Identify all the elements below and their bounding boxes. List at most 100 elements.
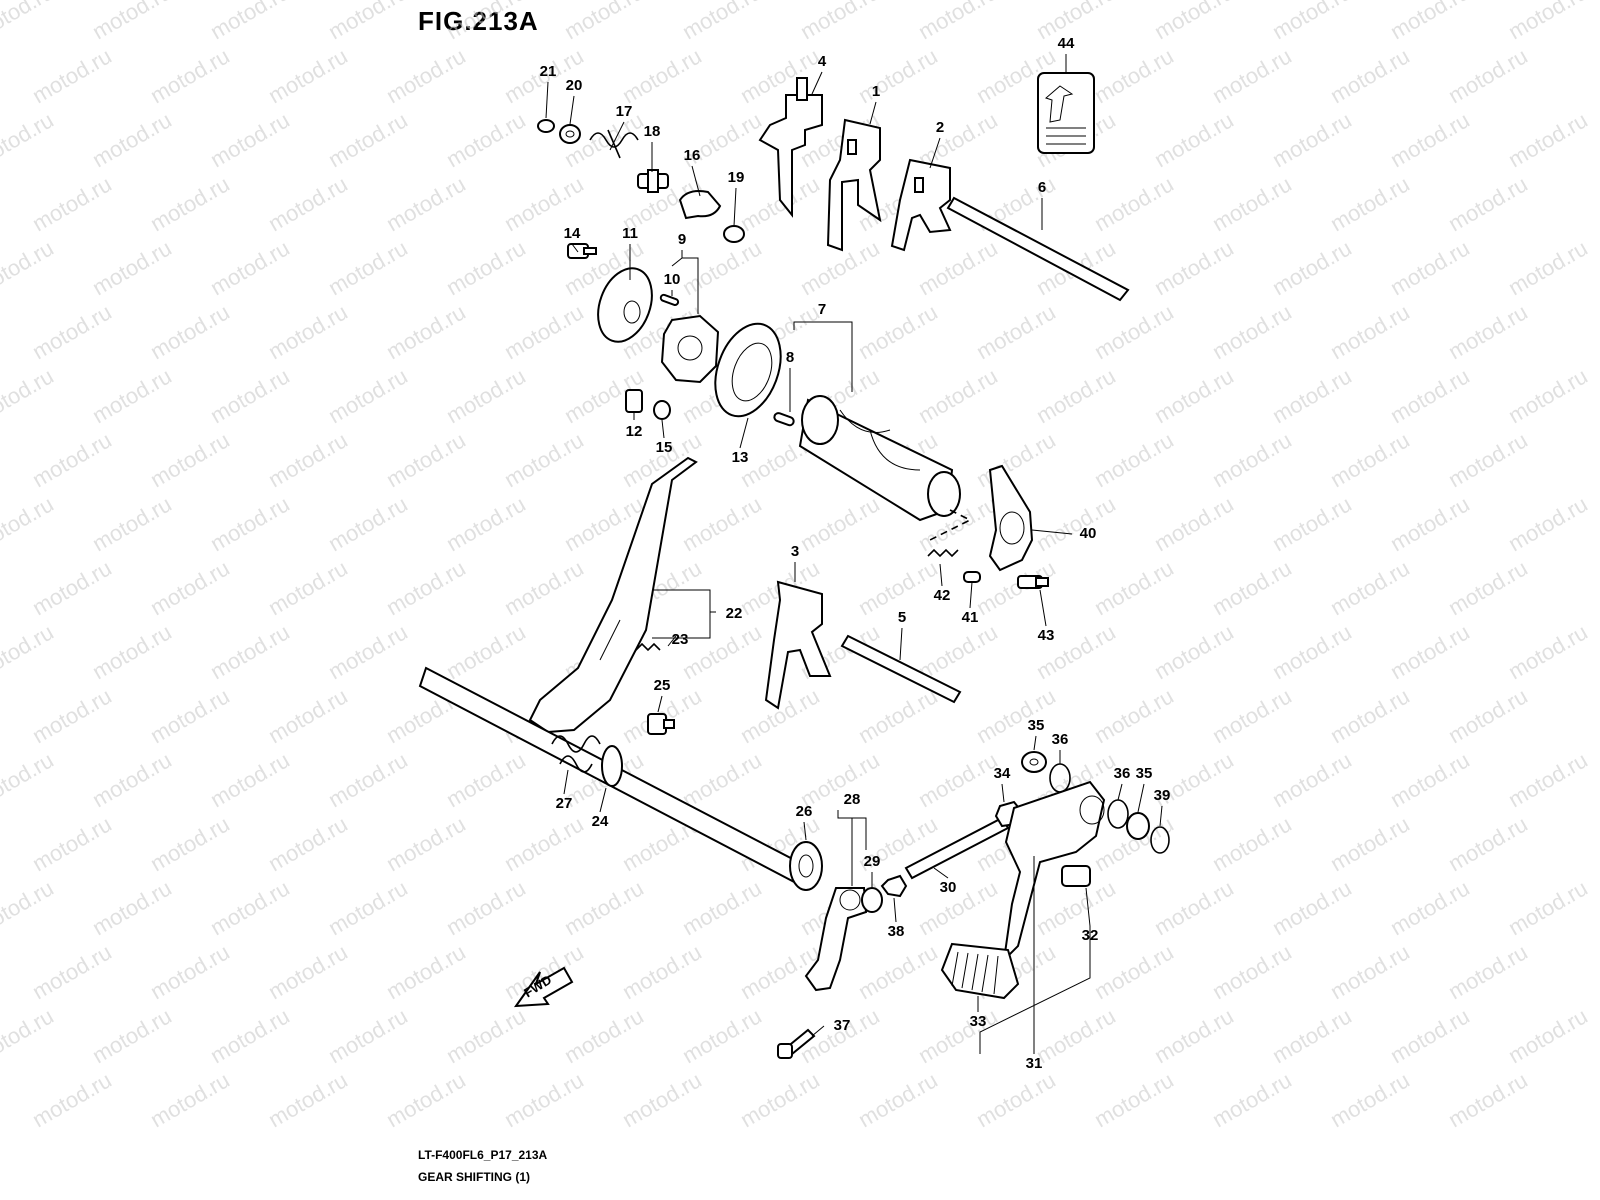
callout-label: 35 <box>1136 765 1153 782</box>
watermark-text: motod.ru <box>264 555 352 620</box>
watermark-text: motod.ru <box>1208 683 1296 748</box>
watermark-text: motod.ru <box>500 811 588 876</box>
watermark-text: motod.ru <box>146 427 234 492</box>
watermark-text: motod.ru <box>1326 43 1414 108</box>
watermark-text: motod.ru <box>206 747 294 812</box>
leader-line <box>563 769 569 795</box>
bolt-43[interactable] <box>1017 575 1049 589</box>
watermark-text: motod.ru <box>28 683 116 748</box>
watermark-text: motod.ru <box>1150 235 1238 300</box>
pin-8[interactable] <box>773 412 795 427</box>
watermark-text: motod.ru <box>28 171 116 236</box>
bolt-37[interactable] <box>777 1028 816 1059</box>
callout-label: 27 <box>556 795 573 812</box>
bolt-14[interactable] <box>567 243 597 259</box>
watermark-text: motod.ru <box>264 299 352 364</box>
watermark-text: motod.ru <box>560 0 648 44</box>
watermark-text: motod.ru <box>28 43 116 108</box>
pedal-rubber-33[interactable] <box>940 942 1020 1000</box>
watermark-text: motod.ru <box>0 619 58 684</box>
watermark-text: motod.ru <box>678 1003 766 1068</box>
washer-15[interactable] <box>653 400 671 420</box>
watermark-text: motod.ru <box>0 363 58 428</box>
watermark-text: motod.ru <box>1504 875 1592 940</box>
fork-shaft-6[interactable] <box>946 196 1130 302</box>
callout-label: 5 <box>898 609 906 626</box>
bolt-25[interactable] <box>647 713 675 735</box>
pin-10[interactable] <box>659 293 680 306</box>
circlip-39[interactable] <box>1150 826 1170 854</box>
watermark-text: motod.ru <box>736 1067 824 1132</box>
bolt-12[interactable] <box>625 389 643 413</box>
leader-line <box>811 1025 825 1037</box>
bearing-13[interactable] <box>703 315 792 426</box>
spring-42[interactable] <box>927 548 959 558</box>
cam-plate-11[interactable] <box>589 261 662 350</box>
spring-23[interactable] <box>635 642 661 652</box>
watermark-text: motod.ru <box>146 683 234 748</box>
fork-shaft-5[interactable] <box>840 634 962 704</box>
callout-label: 32 <box>1082 927 1099 944</box>
watermark-text: motod.ru <box>1504 491 1592 556</box>
leader-line <box>811 71 823 95</box>
callout-label: 20 <box>566 77 583 94</box>
shift-fork-3[interactable] <box>764 580 832 710</box>
leader-line <box>1031 529 1073 535</box>
watermark-text: motod.ru <box>442 0 530 44</box>
washer-20[interactable] <box>559 124 581 144</box>
watermark-text: motod.ru <box>1386 235 1474 300</box>
callout-label: 1 <box>872 83 880 100</box>
washer-19[interactable] <box>723 225 745 243</box>
callout-label: 12 <box>626 423 643 440</box>
washer-35b[interactable] <box>1126 812 1150 840</box>
oil-seal-26[interactable] <box>789 841 823 891</box>
callout-label: 25 <box>654 677 671 694</box>
gearshift-rod-30[interactable] <box>904 816 1010 880</box>
cam-stopper-40[interactable] <box>988 464 1034 572</box>
circlip-36b[interactable] <box>1107 799 1129 829</box>
callout-label: 36 <box>1052 731 1069 748</box>
leader-line <box>733 187 737 227</box>
watermark-text: motod.ru <box>442 619 530 684</box>
watermark-text: motod.ru <box>0 491 58 556</box>
spring-17[interactable] <box>589 129 639 159</box>
watermark-text: motod.ru <box>28 1067 116 1132</box>
bolt-32[interactable] <box>1061 865 1091 887</box>
watermark-text: motod.ru <box>206 235 294 300</box>
pin-41[interactable] <box>963 571 981 583</box>
callout-label: 24 <box>592 813 609 830</box>
shift-fork-1[interactable] <box>826 118 882 252</box>
watermark-text: motod.ru <box>1386 0 1474 44</box>
watermark-text: motod.ru <box>914 0 1002 44</box>
shift-fork-2[interactable] <box>890 158 952 252</box>
leader-line <box>599 787 607 813</box>
shift-fork-4[interactable] <box>758 77 823 218</box>
watermark-text: motod.ru <box>88 0 176 44</box>
gearshift-lever-28[interactable] <box>804 887 868 992</box>
leader-line <box>657 695 663 713</box>
callout-label: 16 <box>684 147 701 164</box>
washer-21[interactable] <box>537 119 555 133</box>
leader-line <box>793 321 853 360</box>
watermark-text: motod.ru <box>972 299 1060 364</box>
shift-plate-16[interactable] <box>678 190 722 220</box>
watermark-text: motod.ru <box>1326 427 1414 492</box>
watermark-text: motod.ru <box>1326 299 1414 364</box>
watermark-text: motod.ru <box>1268 107 1356 172</box>
washer-35a[interactable] <box>1021 751 1047 773</box>
watermark-text: motod.ru <box>1208 171 1296 236</box>
nut-38[interactable] <box>880 874 908 898</box>
callout-label: 31 <box>1026 1055 1043 1072</box>
spring-27[interactable] <box>551 735 601 773</box>
leader-lines <box>545 54 1163 1054</box>
joint-29[interactable] <box>861 887 883 913</box>
watermark-text: motod.ru <box>678 875 766 940</box>
watermark-text: motod.ru <box>1268 0 1356 44</box>
bolt-18[interactable] <box>637 169 669 193</box>
watermark-text: motod.ru <box>442 875 530 940</box>
watermark-text: motod.ru <box>146 1067 234 1132</box>
shift-cam-stopper-9[interactable] <box>660 314 720 384</box>
gearshift-pedal-31[interactable] <box>1002 780 1106 963</box>
gearshift-cam-7[interactable] <box>798 395 961 522</box>
watermark-text: motod.ru <box>914 1003 1002 1068</box>
